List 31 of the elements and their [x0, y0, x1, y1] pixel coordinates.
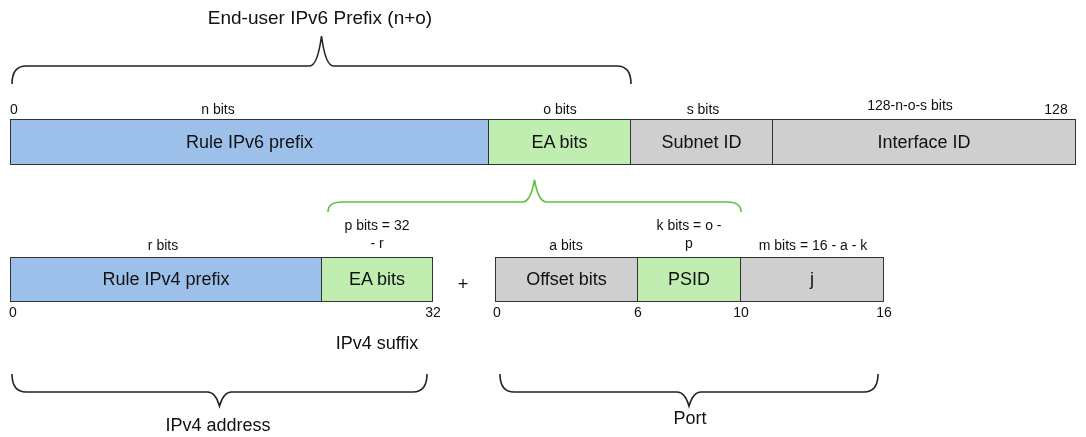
port-bits-field: j: [741, 257, 884, 302]
bit-position: 10: [733, 304, 749, 322]
interface-id-field: Interface ID: [773, 119, 1076, 165]
group-label: IPv4 address: [165, 413, 271, 437]
field-width: s bits: [686, 101, 720, 119]
field-width: k bits = o - p: [655, 216, 723, 252]
title: End-user IPv6 Prefix (n+o): [207, 6, 433, 30]
prefix-field: Rule IPv4 prefix: [10, 257, 322, 302]
ea-bits-field: EA bits: [322, 257, 433, 302]
bit-position: 16: [876, 304, 892, 322]
bit-position: 128: [1044, 101, 1068, 119]
field-width: p bits = 32 - r: [343, 216, 411, 252]
bit-position: 6: [634, 304, 642, 322]
plus-sign: +: [457, 272, 469, 296]
field-width: m bits = 16 - a - k: [758, 237, 868, 255]
bit-position: 0: [9, 304, 17, 322]
group-label: Port: [673, 406, 707, 430]
field-width: 128-n-o-s bits: [867, 97, 953, 115]
field-width: n bits: [201, 101, 235, 119]
bit-position: 32: [425, 304, 441, 322]
prefix-field: Rule IPv6 prefix: [10, 119, 489, 165]
offset-bits-field: Offset bits: [495, 257, 638, 302]
subnet-id-field: Subnet ID: [631, 119, 773, 165]
field-width: a bits: [549, 237, 583, 255]
group-label: IPv4 suffix: [335, 331, 419, 355]
bit-position: 0: [493, 304, 501, 322]
field-width: r bits: [147, 237, 179, 255]
ea-bits-field: EA bits: [489, 119, 631, 165]
psid-field: PSID: [638, 257, 741, 302]
bit-position: 0: [10, 101, 18, 119]
field-width: o bits: [543, 101, 577, 119]
